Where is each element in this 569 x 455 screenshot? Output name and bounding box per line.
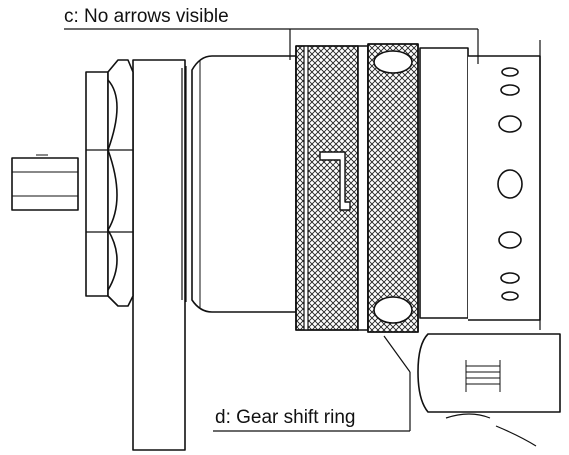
callout-d-leader xyxy=(213,335,411,432)
callout-c-leader xyxy=(64,28,479,64)
plain-ring xyxy=(419,47,469,319)
shift-slot xyxy=(319,151,351,211)
lower-handle xyxy=(417,333,561,447)
knurled-ring-front xyxy=(295,45,359,331)
hex-nut xyxy=(85,59,134,307)
callout-d-label: d: Gear shift ring xyxy=(215,407,356,428)
ring-hole-top xyxy=(373,50,413,74)
mounting-plate xyxy=(132,59,186,451)
gear-shift-ring xyxy=(367,43,419,333)
vent-body xyxy=(468,40,541,330)
drive-shaft xyxy=(11,157,79,211)
callout-c-label: c: No arrows visible xyxy=(64,6,229,27)
ring-hole-bottom xyxy=(373,296,413,324)
motor-housing xyxy=(181,55,297,313)
